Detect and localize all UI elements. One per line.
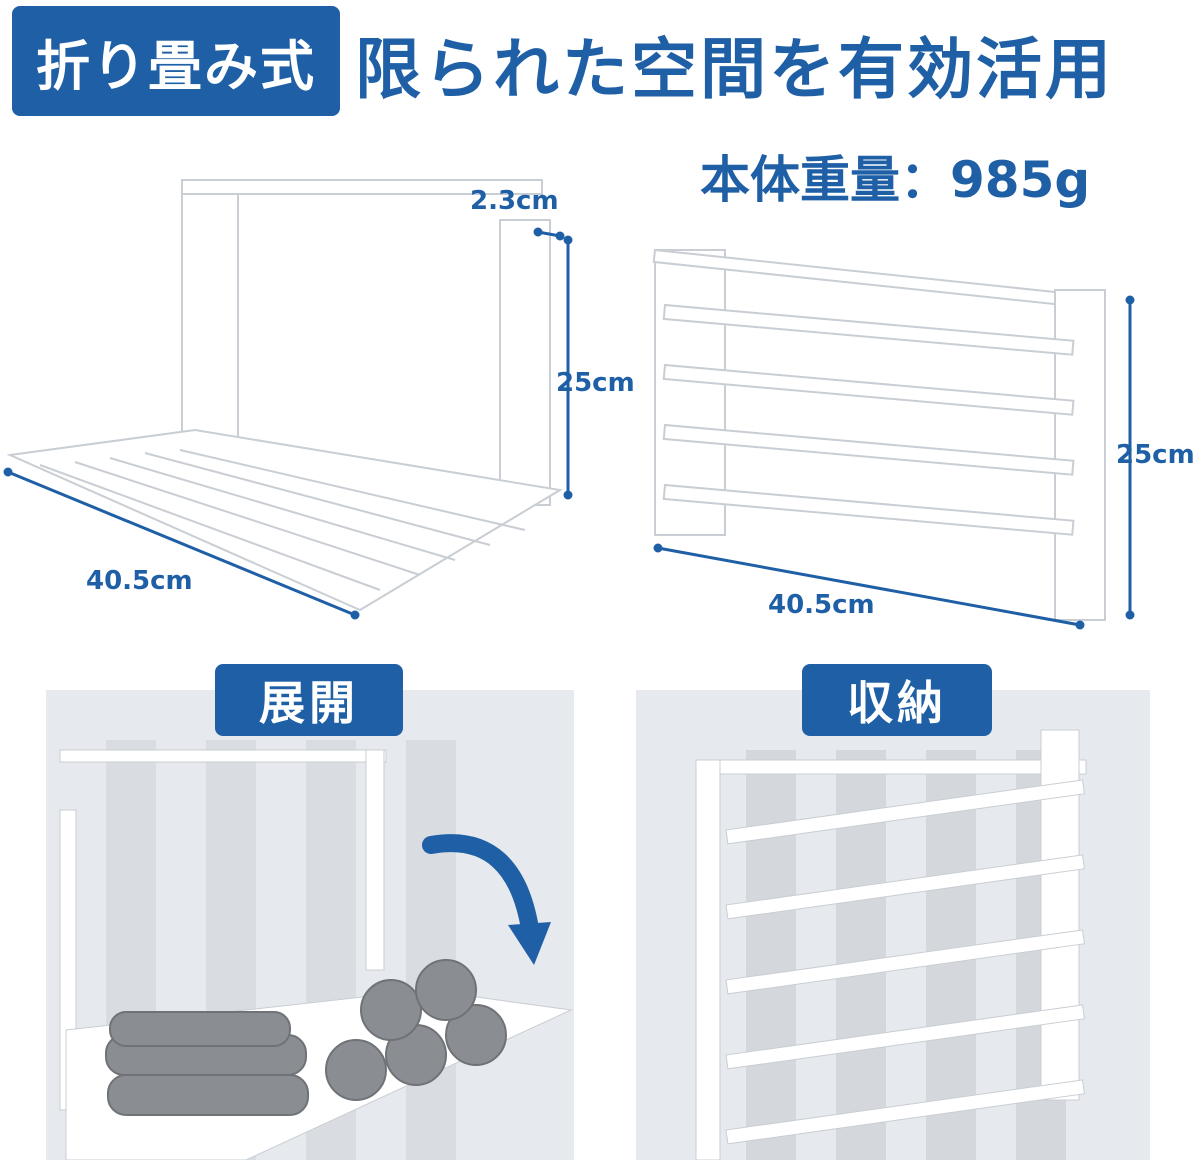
folding-type-tag: 折り畳み式 (12, 6, 340, 116)
dim-height-open: 25cm (556, 368, 635, 398)
dim-width-folded: 40.5cm (768, 590, 875, 620)
badge-folded: 収納 (802, 664, 992, 736)
weight-label: 本体重量：985g (700, 151, 1091, 209)
dim-depth: 2.3cm (470, 186, 559, 216)
dim-height-folded: 25cm (1116, 440, 1195, 470)
headline: 限られた空間を有効活用 (355, 31, 1114, 108)
badge-open: 展開 (215, 664, 403, 736)
diagram-open-rack (3, 179, 573, 620)
photo-rack-opened (46, 690, 574, 1160)
photo-rack-folded (636, 690, 1150, 1160)
curved-arrow-icon (422, 834, 551, 965)
dim-width-open: 40.5cm (86, 566, 193, 596)
diagram-folded-rack (652, 248, 1135, 630)
